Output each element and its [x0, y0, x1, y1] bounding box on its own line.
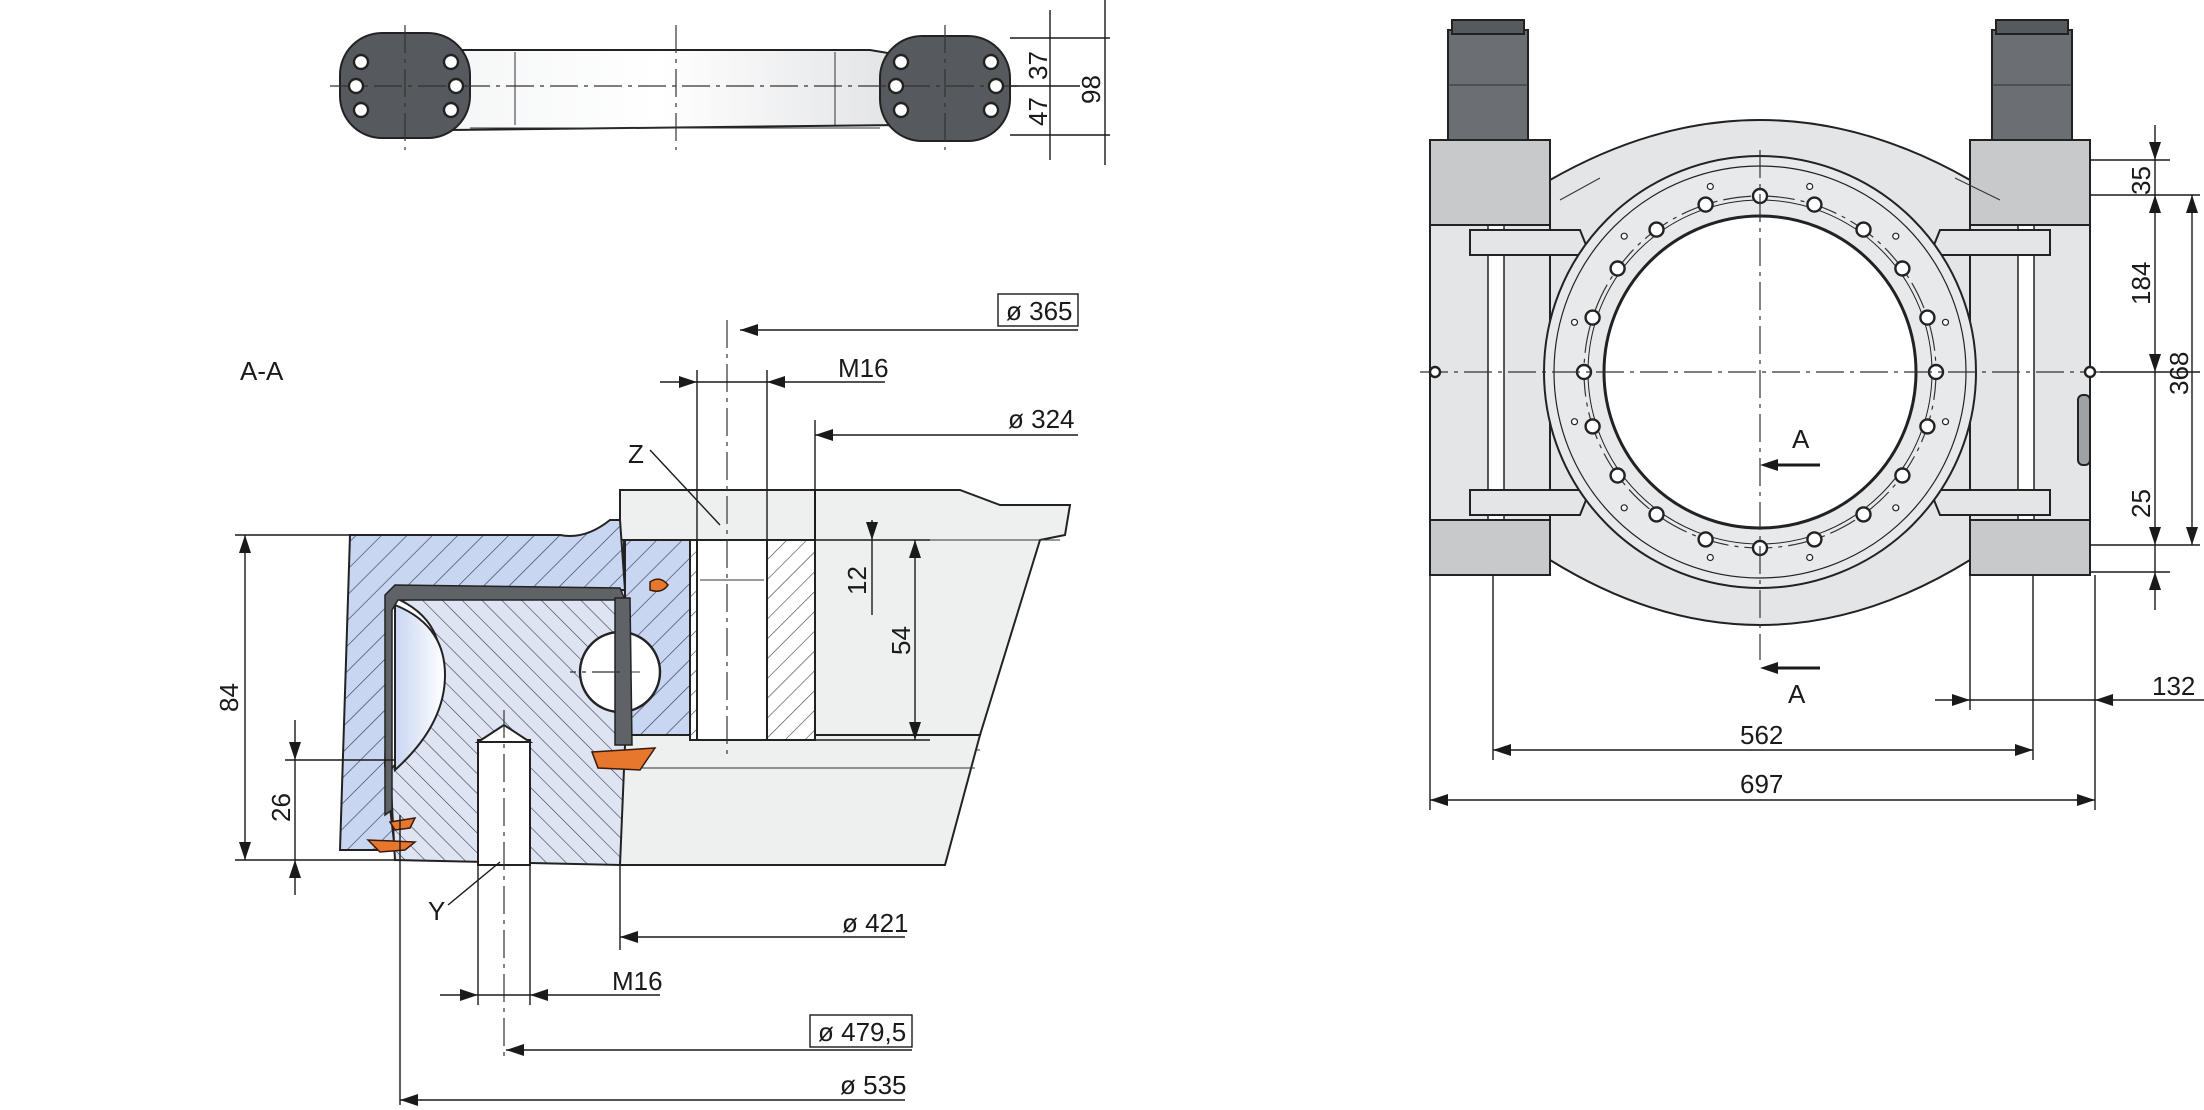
ring-small-hole — [1570, 418, 1579, 426]
ring-small-hole — [1706, 182, 1714, 191]
dim-m16-bottom: M16 — [612, 966, 663, 996]
ring-bolt-hole — [1584, 418, 1601, 435]
dim-562: 562 — [1740, 720, 1783, 750]
dim-479-box — [809, 1014, 913, 1048]
dim-47: 47 — [1023, 97, 1053, 126]
ring-small-hole — [1620, 504, 1628, 512]
dim-479: ø 479,5 — [818, 1017, 906, 1047]
ring-bolt-hole — [1648, 221, 1665, 238]
ring-bolt-hole — [1609, 260, 1626, 277]
ring-bolt-hole — [1894, 260, 1911, 277]
ring-small-hole — [1620, 232, 1628, 240]
dim-m16-top: M16 — [838, 353, 889, 383]
dim-12: 12 — [842, 566, 872, 595]
ring-small-hole — [1941, 318, 1950, 326]
dim-98: 98 — [1076, 75, 1106, 104]
dim-697: 697 — [1740, 769, 1783, 799]
ring-bolt-hole — [1697, 531, 1714, 548]
ring-bolt-hole — [1609, 467, 1626, 484]
detail-label-y: Y — [428, 896, 445, 926]
ring-bolt-hole — [1648, 506, 1665, 523]
ring-bolt-hole — [1855, 506, 1872, 523]
ring-bolt-hole — [1697, 196, 1714, 213]
ring-bolt-hole — [1855, 221, 1872, 238]
dim-132: 132 — [2152, 671, 2195, 701]
corner-block-bl — [1429, 519, 1551, 576]
ring-bolt-hole — [1894, 467, 1911, 484]
section-inner-ring-plain — [619, 734, 982, 866]
dim-25: 25 — [2126, 489, 2156, 518]
cut-label-bottom: A — [1788, 679, 1806, 709]
seal-upper — [649, 578, 669, 592]
ring-small-hole — [1806, 182, 1814, 191]
corner-block-tr — [1969, 139, 2091, 226]
dim-54: 54 — [886, 626, 916, 655]
ring-bolt-hole — [1919, 418, 1936, 435]
ring-bolt-hole — [1806, 196, 1823, 213]
front-view: A A 35 184 368 25 132 — [1420, 19, 2204, 810]
side-view: 37 47 98 — [330, 0, 1110, 165]
dim-324: ø 324 — [1008, 404, 1075, 434]
section-cover-top — [619, 489, 816, 541]
side-view-ring — [418, 49, 901, 132]
dim-421: ø 421 — [842, 908, 909, 938]
ring-small-hole — [1892, 504, 1900, 512]
ring-small-hole — [1941, 418, 1950, 426]
ring-small-hole — [1570, 318, 1579, 326]
ring-bolt-hole — [1806, 531, 1823, 548]
dim-37: 37 — [1023, 51, 1053, 80]
detail-label-z: Z — [628, 439, 644, 469]
corner-block-br — [1969, 519, 2091, 576]
ring-bolt-hole — [1919, 309, 1936, 326]
section-view: A-A — [214, 293, 1079, 1106]
dim-26: 26 — [266, 793, 296, 822]
dim-184: 184 — [2126, 262, 2156, 305]
ring-small-hole — [1892, 232, 1900, 240]
ring-bolt-hole — [1584, 309, 1601, 326]
dim-365: ø 365 — [1006, 296, 1073, 326]
seal-middle — [590, 747, 657, 771]
ring-small-hole — [1806, 553, 1814, 562]
corner-block-tl — [1429, 139, 1551, 226]
ring-small-hole — [1706, 553, 1714, 562]
dim-365-box — [997, 293, 1079, 327]
dim-35: 35 — [2126, 166, 2156, 195]
seal-lower-a — [388, 817, 417, 831]
dim-535: ø 535 — [840, 1070, 907, 1100]
dim-368: 368 — [2164, 352, 2194, 395]
section-bolt-bore-top — [696, 539, 768, 741]
section-label: A-A — [240, 356, 284, 386]
dim-84: 84 — [214, 683, 244, 712]
side-view-bolts — [347, 53, 1005, 119]
cut-label-top: A — [1792, 424, 1810, 454]
